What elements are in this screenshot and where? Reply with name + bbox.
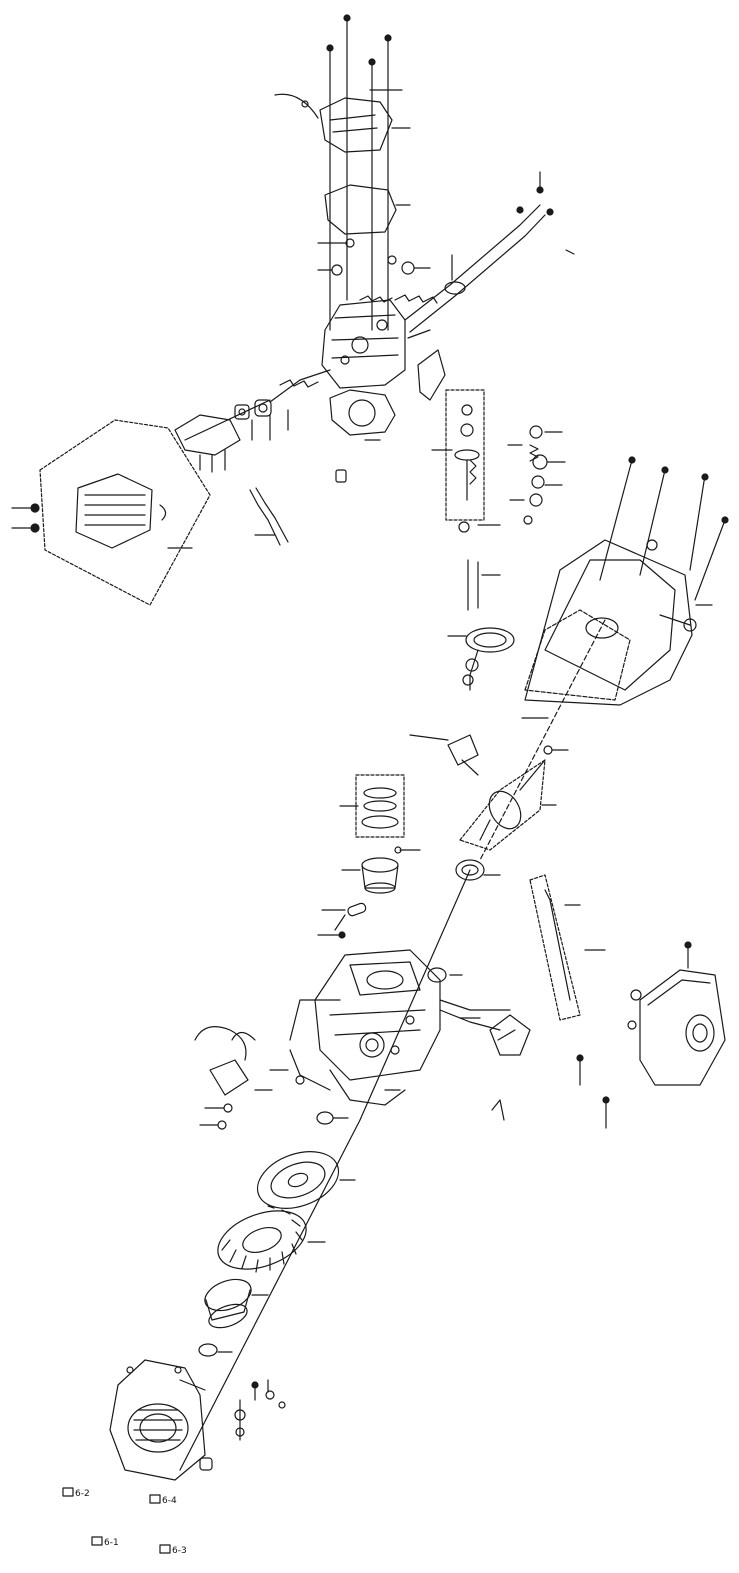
- valve-springs: [279, 294, 438, 388]
- rocker-arm-assembly: [431, 389, 566, 533]
- flywheel: [256, 1151, 356, 1209]
- corner-label-3: 6-1: [104, 1538, 119, 1548]
- piston-rings: [339, 774, 405, 838]
- air-filter: [11, 419, 211, 606]
- valve-cover-gasket: [324, 184, 411, 235]
- cylinder-head: [317, 238, 431, 389]
- starter-cup: [204, 1278, 269, 1329]
- stray-mark: [565, 249, 575, 255]
- ignition-coil: [194, 1026, 305, 1130]
- sump-bracket: [289, 1049, 406, 1125]
- valve-cover: [274, 93, 411, 153]
- piston: [341, 846, 421, 894]
- main-axis: [179, 619, 606, 1471]
- governor-arm: [459, 1014, 531, 1121]
- corner-label-4: 6-3: [172, 1546, 187, 1556]
- connecting-rod: [317, 902, 367, 939]
- intake-manifold: [404, 171, 554, 333]
- flywheel-nut: [198, 1343, 233, 1357]
- fuel-tank: [627, 941, 726, 1086]
- engine-block: [289, 949, 511, 1081]
- push-rods: [467, 559, 501, 611]
- camshaft: [409, 627, 515, 776]
- carburetor: [174, 369, 331, 473]
- crank-seal: [455, 859, 501, 881]
- throttle-cable: [249, 487, 289, 546]
- crankcase-gasket: [521, 609, 631, 719]
- loose-bolts: [62, 1487, 171, 1554]
- crankshaft: [459, 745, 569, 851]
- recoil-starter: [109, 1359, 213, 1481]
- fuel-line: [529, 874, 606, 1021]
- tank-bolts: [576, 1054, 610, 1129]
- recoil-bolts: [234, 1379, 286, 1441]
- crankcase-cover: [524, 456, 729, 706]
- corner-label-2: 6-4: [162, 1496, 177, 1506]
- cooling-fan: [217, 1205, 326, 1273]
- corner-label-1: 6-2: [75, 1489, 90, 1499]
- heat-shield: [407, 329, 446, 401]
- head-bolts: [326, 14, 403, 331]
- head-gasket: [329, 389, 396, 483]
